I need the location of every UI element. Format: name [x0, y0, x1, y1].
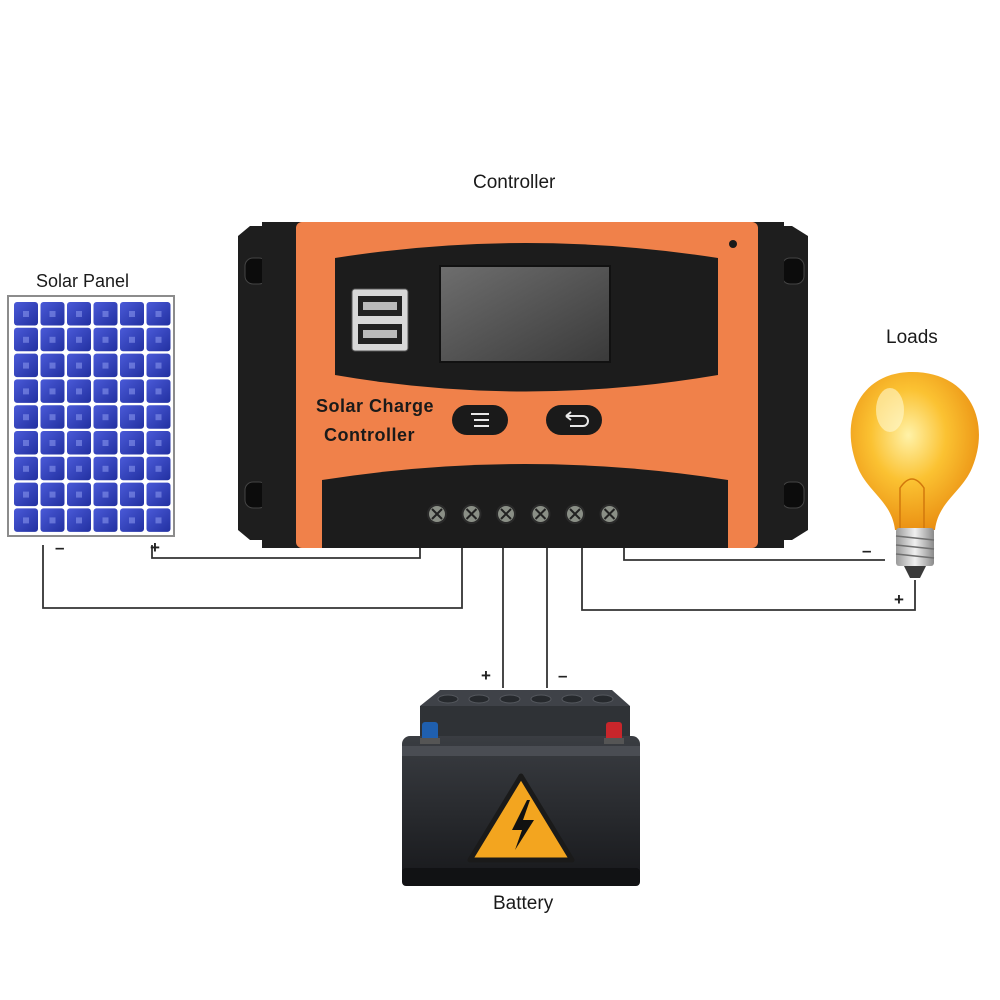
terminal-screw: [599, 504, 620, 524]
lcd-screen: [439, 265, 611, 363]
terminal-screw: [565, 504, 585, 524]
battery-terminal-positive: [606, 722, 622, 742]
terminal-screw: [427, 504, 447, 524]
battery-vent-cap: [499, 694, 521, 704]
solar-panel-label: Solar Panel: [36, 271, 130, 291]
battery-plus-sign: +: [481, 666, 491, 685]
panel-plus-sign: +: [150, 538, 160, 557]
charge-controller: [238, 222, 808, 548]
battery-vent-cap: [437, 694, 459, 704]
high-voltage-warning-icon: [467, 773, 575, 863]
battery-vent-cap: [530, 694, 552, 704]
wires: [42, 527, 916, 688]
wire-panel-minus: [42, 527, 463, 609]
indicator-led: [729, 240, 737, 248]
terminal-screw: [461, 504, 482, 524]
battery-vent-cap: [592, 694, 614, 704]
controller-name-line1: Solar Charge: [316, 396, 435, 416]
load-plus-sign: +: [894, 590, 904, 609]
battery-vent-cap: [561, 694, 583, 704]
terminal-screw: [530, 504, 551, 524]
load-minus-sign: –: [862, 541, 872, 560]
usb-ports: [351, 288, 409, 352]
light-bulb: [850, 372, 979, 578]
battery-terminal-negative: [422, 722, 438, 742]
panel-minus-sign: –: [55, 538, 65, 557]
return-button[interactable]: [546, 405, 602, 435]
solar-panel: [7, 295, 175, 537]
battery-minus-sign: –: [558, 666, 568, 685]
battery-label: Battery: [493, 893, 554, 914]
controller-label: Controller: [473, 172, 556, 193]
controller-name-line2: Controller: [324, 425, 416, 445]
wire-load-plus: [581, 527, 916, 611]
battery: [402, 690, 640, 886]
mount-ear-right: [780, 226, 808, 540]
mount-ear-left: [238, 226, 262, 540]
terminal-screw: [496, 504, 516, 524]
terminal-bezel: [322, 464, 728, 548]
loads-label: Loads: [886, 327, 938, 348]
terminal-block: [427, 504, 620, 524]
menu-button[interactable]: [452, 405, 508, 435]
battery-vent-cap: [468, 694, 490, 704]
